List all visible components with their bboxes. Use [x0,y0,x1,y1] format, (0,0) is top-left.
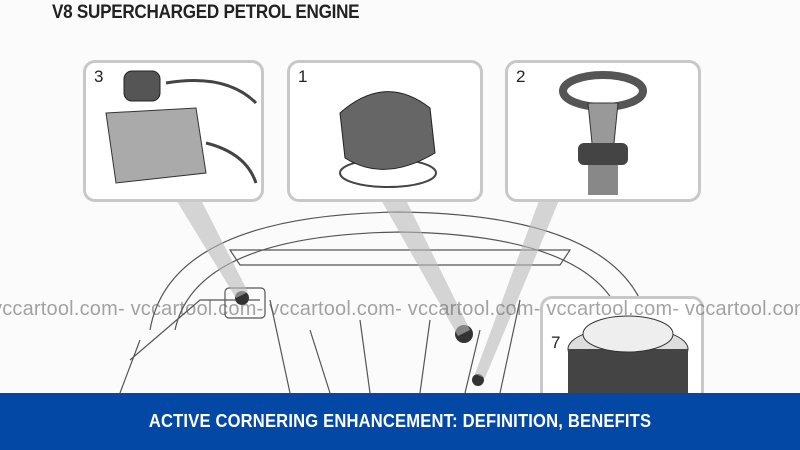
coolant-cap-icon [567,315,689,399]
callout-box-7: 7 [540,296,704,412]
dipstick-icon [559,71,647,195]
banner-title: ACTIVE CORNERING ENHANCEMENT: DEFINITION… [148,411,652,431]
callout-box-2: 2 [505,60,701,202]
callout-box-3: 3 [83,60,264,202]
watermark: vccartool.com- vccartool.com- vccartool.… [0,298,800,320]
callout-number: 1 [298,67,308,86]
callout-number: 7 [551,333,561,352]
callout-number: 2 [516,67,526,86]
callout-number: 3 [94,67,104,86]
oil-filler-cap-icon [339,91,437,188]
diagram-title: V8 SUPERCHARGED PETROL ENGINE [52,2,360,23]
callout-box-1: 1 [287,60,483,202]
title-banner: ACTIVE CORNERING ENHANCEMENT: DEFINITION… [0,393,800,450]
brake-fluid-reservoir-icon [105,70,258,184]
